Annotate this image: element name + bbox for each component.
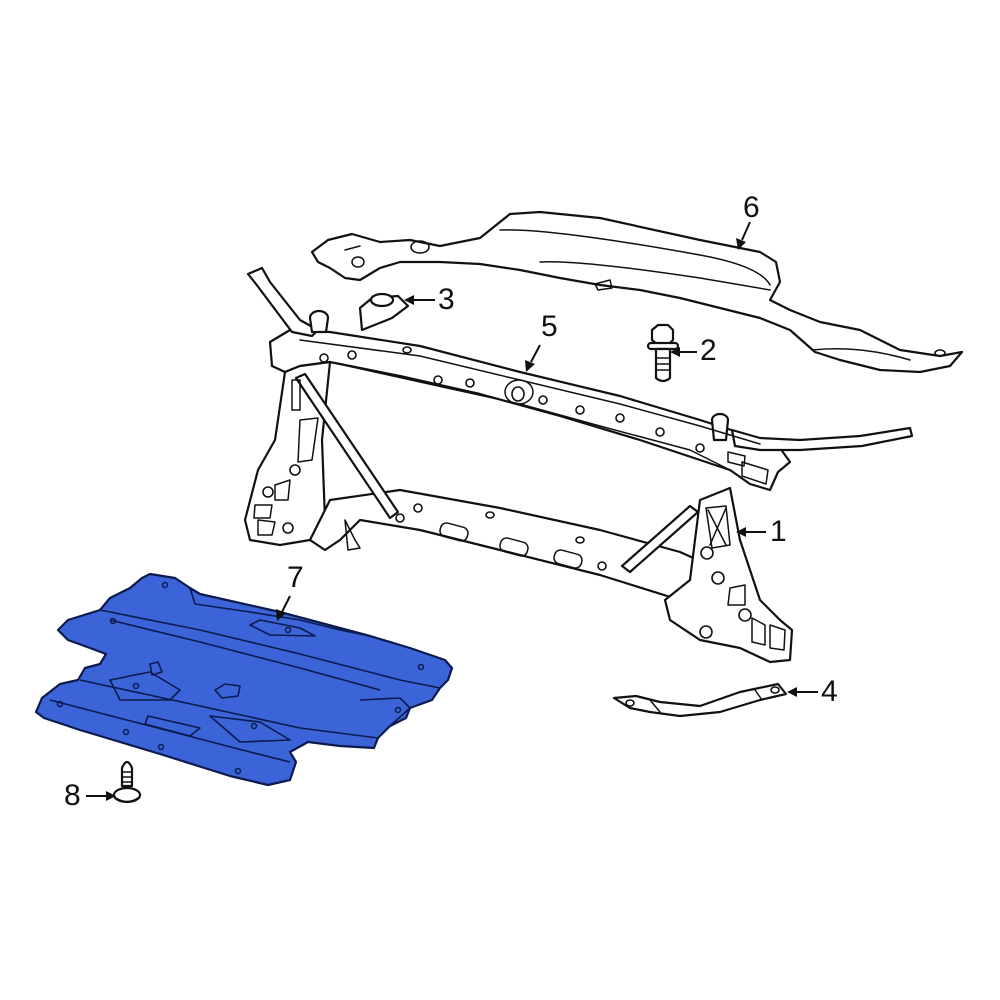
callout-3: 3: [438, 283, 455, 316]
callout-1: 1: [770, 515, 787, 548]
part-1-radiator-support[interactable]: [243, 266, 914, 664]
part-3-bracket[interactable]: [358, 292, 410, 332]
part-2-bolt[interactable]: [646, 323, 680, 383]
part-4-lower-brace[interactable]: [612, 682, 788, 718]
callout-5: 5: [541, 310, 558, 343]
callout-4: 4: [821, 675, 838, 708]
part-8-screw[interactable]: [112, 760, 142, 804]
callout-7: 7: [287, 561, 304, 594]
callout-8: 8: [64, 779, 81, 812]
callout-2: 2: [700, 334, 717, 367]
callout-6: 6: [743, 191, 760, 224]
part-7-splash-shield[interactable]: [34, 572, 454, 787]
leader-lines: [86, 221, 818, 801]
part-6-upper-cover[interactable]: [310, 210, 964, 374]
